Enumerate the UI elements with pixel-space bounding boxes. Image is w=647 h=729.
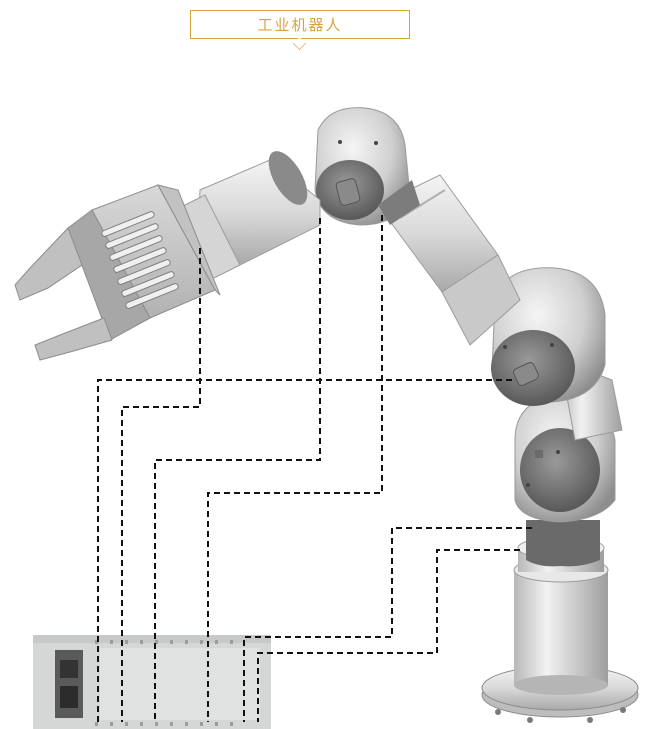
robot-arm-icon: [175, 108, 622, 522]
controller-module-icon: [33, 635, 271, 729]
shoulder-bracket: [526, 520, 600, 566]
